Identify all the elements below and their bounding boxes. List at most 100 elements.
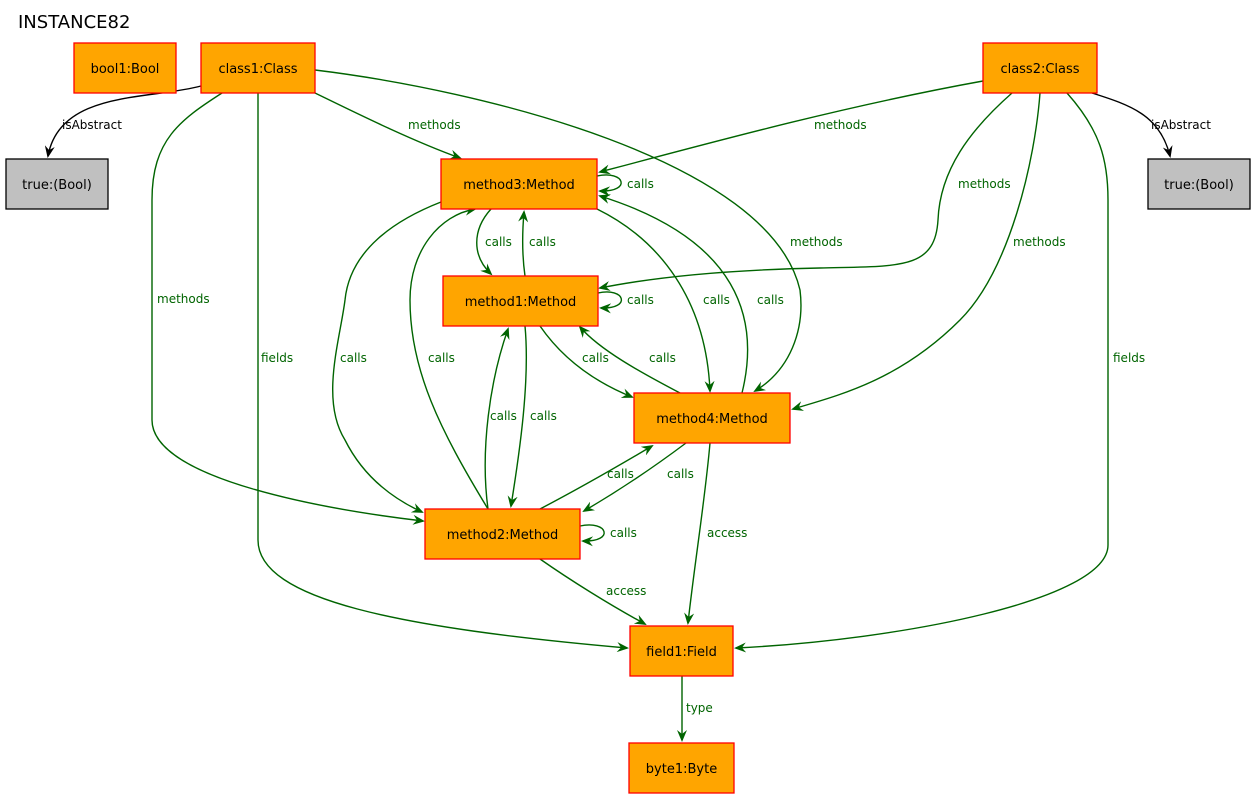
edge-class2-method1: methods xyxy=(598,92,1013,291)
node-field1: field1:Field xyxy=(629,625,734,677)
edge-label: access xyxy=(707,526,747,540)
edge-line xyxy=(791,92,1041,411)
node-method1: method1:Method xyxy=(442,275,599,327)
edge-line xyxy=(734,92,1109,653)
node-method2: method2:Method xyxy=(424,508,581,560)
edge-line xyxy=(539,325,634,398)
node-bool1: bool1:Bool xyxy=(73,42,177,94)
edge-label: calls xyxy=(529,235,556,249)
edge-line xyxy=(314,92,462,160)
edge-line xyxy=(518,210,529,277)
edge-label: isAbstract xyxy=(62,118,122,132)
edge-label: calls xyxy=(757,293,784,307)
node-box xyxy=(633,392,791,444)
edge-method3-method4: calls xyxy=(596,208,730,393)
edge-label: fields xyxy=(1113,351,1145,365)
edge-class1-method2: methods xyxy=(151,92,425,525)
edge-label: isAbstract xyxy=(1151,118,1211,132)
edge-line xyxy=(578,325,681,394)
edge-line xyxy=(314,69,802,393)
edge-line xyxy=(598,194,749,394)
edge-label: methods xyxy=(790,235,843,249)
node-true1: true:(Bool) xyxy=(5,158,109,210)
node-box xyxy=(442,275,599,327)
diagram-title: INSTANCE82 xyxy=(18,12,130,33)
edge-label: methods xyxy=(1013,235,1066,249)
edge-field1-byte1: type xyxy=(677,676,713,742)
node-label: field1:Field xyxy=(646,645,717,660)
edge-line xyxy=(1091,92,1173,158)
node-label: class1:Class xyxy=(218,62,297,77)
edge-method1-method4: calls xyxy=(539,325,634,398)
edge-class1-true1: isAbstract xyxy=(44,85,202,158)
node-label: true:(Bool) xyxy=(22,178,92,193)
edge-line xyxy=(539,444,654,510)
node-label: method2:Method xyxy=(447,528,559,543)
edge-label: fields xyxy=(261,351,293,365)
edges-layer: isAbstract isAbstract methods methods method… xyxy=(44,69,1211,742)
node-class2: class2:Class xyxy=(982,42,1098,94)
edge-method3-method1: calls xyxy=(476,208,512,276)
node-box xyxy=(982,42,1098,94)
edge-method1-method1: calls xyxy=(597,291,654,314)
edge-label: methods xyxy=(157,292,210,306)
edge-method2-field1: access xyxy=(539,558,647,625)
edge-line xyxy=(539,558,647,625)
edge-line xyxy=(257,93,629,653)
edge-label: calls xyxy=(530,409,557,423)
edge-label: calls xyxy=(703,293,730,307)
edge-method2-method4: calls xyxy=(539,444,654,510)
node-label: true:(Bool) xyxy=(1164,178,1234,193)
edge-line xyxy=(409,205,489,510)
edge-label: calls xyxy=(490,409,517,423)
edge-line xyxy=(44,85,202,158)
edge-line xyxy=(598,92,1013,291)
node-byte1: byte1:Byte xyxy=(628,742,735,794)
node-box xyxy=(1147,158,1251,210)
edge-class2-true2: isAbstract xyxy=(1091,92,1211,158)
edge-line xyxy=(596,208,715,393)
edge-method1-method2: calls xyxy=(507,325,557,508)
node-box xyxy=(424,508,581,560)
edge-line xyxy=(597,291,622,314)
edge-label: methods xyxy=(814,118,867,132)
edge-label: calls xyxy=(627,293,654,307)
edge-line xyxy=(582,442,687,513)
edge-label: type xyxy=(686,701,713,715)
node-box xyxy=(200,42,316,94)
node-class1: class1:Class xyxy=(200,42,316,94)
edge-line xyxy=(507,325,528,508)
edge-method2-method1: calls xyxy=(484,327,517,510)
node-box xyxy=(73,42,177,94)
edge-label: calls xyxy=(582,351,609,365)
edge-class2-method3: methods xyxy=(598,80,984,175)
node-method4: method4:Method xyxy=(633,392,791,444)
edge-class1-field1: fields xyxy=(257,93,629,653)
edge-label: calls xyxy=(649,351,676,365)
node-box xyxy=(5,158,109,210)
node-label: bool1:Bool xyxy=(91,62,160,77)
node-label: method4:Method xyxy=(656,412,768,427)
edge-method3-method2: calls xyxy=(332,201,442,513)
edge-method1-method3: calls xyxy=(518,210,556,277)
nodes-layer: bool1:Bool class1:Class class2:Class true:(… xyxy=(5,42,1251,794)
edge-label: calls xyxy=(607,467,634,481)
edge-class1-method4: methods xyxy=(314,69,843,393)
edge-line xyxy=(476,208,493,276)
edge-label: calls xyxy=(667,467,694,481)
node-label: class2:Class xyxy=(1000,62,1079,77)
edge-line xyxy=(151,92,425,525)
node-label: method3:Method xyxy=(463,178,575,193)
edge-line xyxy=(596,174,622,197)
edge-method2-method2: calls xyxy=(579,524,637,547)
edge-method4-method2: calls xyxy=(582,442,694,513)
edge-method2-method3: calls xyxy=(409,205,489,510)
node-label: byte1:Byte xyxy=(646,762,717,777)
node-box xyxy=(440,158,598,210)
edge-line xyxy=(484,327,510,510)
edge-label: calls xyxy=(627,177,654,191)
node-box xyxy=(629,625,734,677)
edge-label: calls xyxy=(428,351,455,365)
node-true2: true:(Bool) xyxy=(1147,158,1251,210)
edge-line xyxy=(684,442,711,625)
